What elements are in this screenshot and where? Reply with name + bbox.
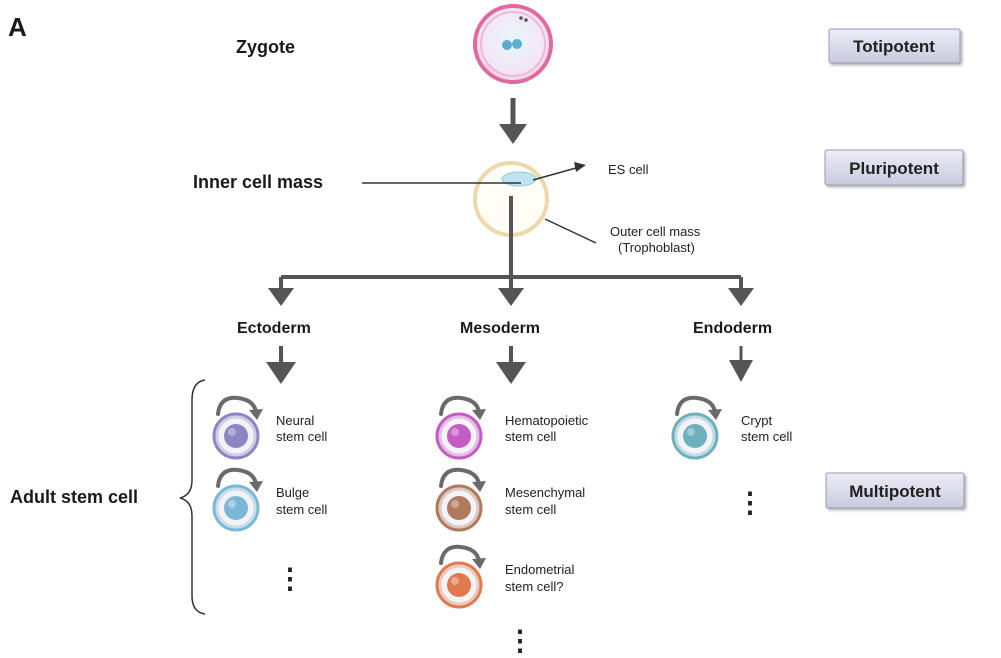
mesenchymal-stem-cell-label-line2: stem cell: [505, 502, 556, 517]
mesoderm-label: Mesoderm: [460, 320, 540, 337]
outer-cell-mass-label: Outer cell mass: [610, 224, 701, 239]
panel-label: A: [8, 12, 27, 42]
bulge-stem-cell-label: Bulge: [276, 485, 309, 500]
pluripotent-badge: [824, 149, 964, 186]
adult-stem-cell-label: Adult stem cell: [10, 487, 138, 507]
endometrial-stem-cell-label: Endometrial: [505, 562, 574, 577]
mesenchymal-stem-cell: [435, 467, 486, 532]
endoderm-label: Endoderm: [693, 320, 772, 337]
crypt-stem-cell: [671, 395, 722, 460]
trophoblast-label: (Trophoblast): [618, 240, 695, 255]
multipotent-label: Multipotent: [849, 482, 941, 501]
ectoderm-more-ellipsis: ⋮: [276, 563, 304, 594]
totipotent-label: Totipotent: [853, 37, 935, 56]
arrow-zygote-to-blastocyst: [499, 98, 527, 144]
germ-layer-branches: [268, 196, 754, 306]
es-cell-arrow: [532, 162, 586, 181]
inner-cell-mass-label: Inner cell mass: [193, 172, 323, 192]
hematopoietic-stem-cell-label: Hematopoietic: [505, 413, 589, 428]
germ-to-adult-arrows: [266, 346, 753, 384]
crypt-stem-cell-label-line2: stem cell: [741, 429, 792, 444]
endometrial-stem-cell: [435, 544, 486, 609]
mesoderm-more-ellipsis: ⋮: [506, 625, 534, 656]
neural-stem-cell: [212, 395, 263, 460]
ectoderm-label: Ectoderm: [237, 320, 311, 337]
stem-cells: [212, 395, 722, 609]
crypt-stem-cell-label: Crypt: [741, 413, 772, 428]
multipotent-badge: [825, 472, 965, 509]
neural-stem-cell-label-line2: stem cell: [276, 429, 327, 444]
totipotent-badge: [828, 28, 961, 64]
bulge-stem-cell: [212, 467, 263, 532]
mesenchymal-stem-cell-label: Mesenchymal: [505, 485, 585, 500]
bulge-stem-cell-label-line2: stem cell: [276, 502, 327, 517]
adult-stem-cell-brace: [179, 379, 206, 615]
zygote-label: Zygote: [236, 37, 295, 57]
hematopoietic-stem-cell-label-line2: stem cell: [505, 429, 556, 444]
outer-cell-mass-pointer: [544, 218, 597, 244]
pluripotent-label: Pluripotent: [849, 159, 939, 178]
zygote-cell: [473, 4, 553, 84]
endometrial-stem-cell-label-line2: stem cell?: [505, 579, 564, 594]
es-cell-label: ES cell: [608, 162, 649, 177]
hematopoietic-stem-cell: [435, 395, 486, 460]
neural-stem-cell-label: Neural: [276, 413, 314, 428]
endoderm-more-ellipsis: ⋮: [736, 487, 764, 518]
